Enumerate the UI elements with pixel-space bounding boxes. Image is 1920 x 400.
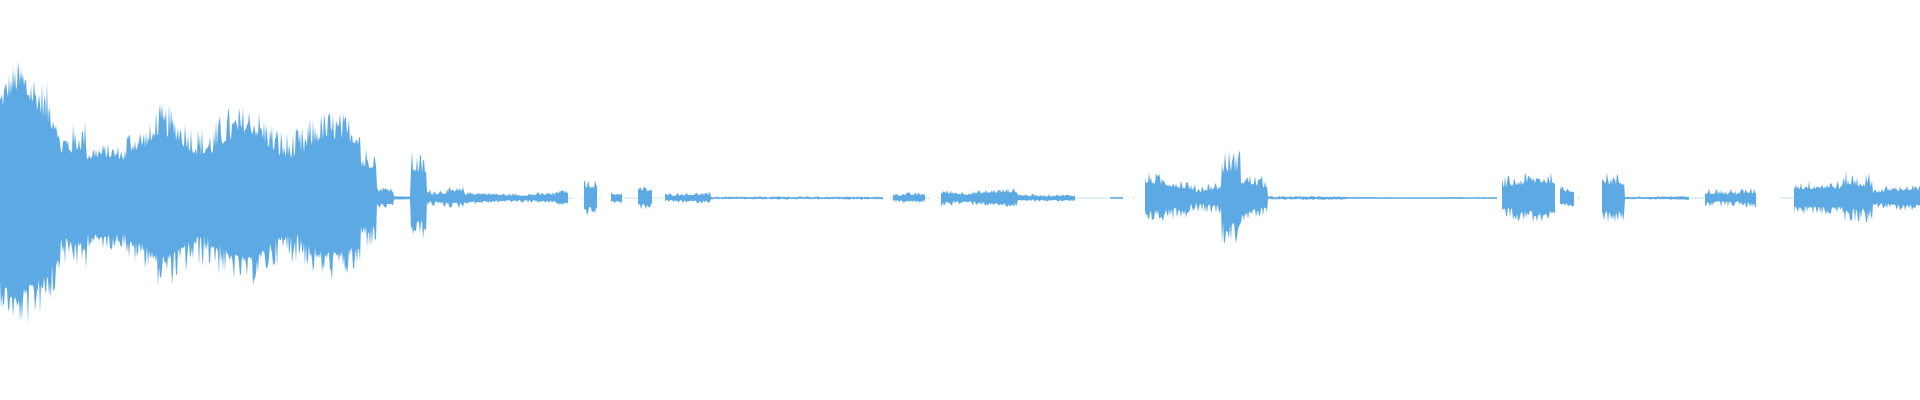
waveform-samples bbox=[0, 60, 1920, 325]
waveform-region bbox=[611, 192, 622, 204]
waveform-region bbox=[1560, 186, 1574, 207]
waveform-region bbox=[941, 188, 1075, 207]
waveform-region bbox=[1145, 150, 1497, 245]
waveform-region bbox=[665, 192, 883, 204]
waveform-region bbox=[1502, 172, 1555, 223]
waveform-region bbox=[584, 179, 597, 216]
waveform-region bbox=[893, 192, 925, 204]
waveform-region bbox=[0, 60, 568, 325]
waveform-region bbox=[638, 186, 652, 210]
waveform-region bbox=[1705, 187, 1756, 208]
waveform-region bbox=[1110, 196, 1123, 199]
waveform-region bbox=[1794, 170, 1920, 224]
waveform-region bbox=[1602, 172, 1689, 223]
